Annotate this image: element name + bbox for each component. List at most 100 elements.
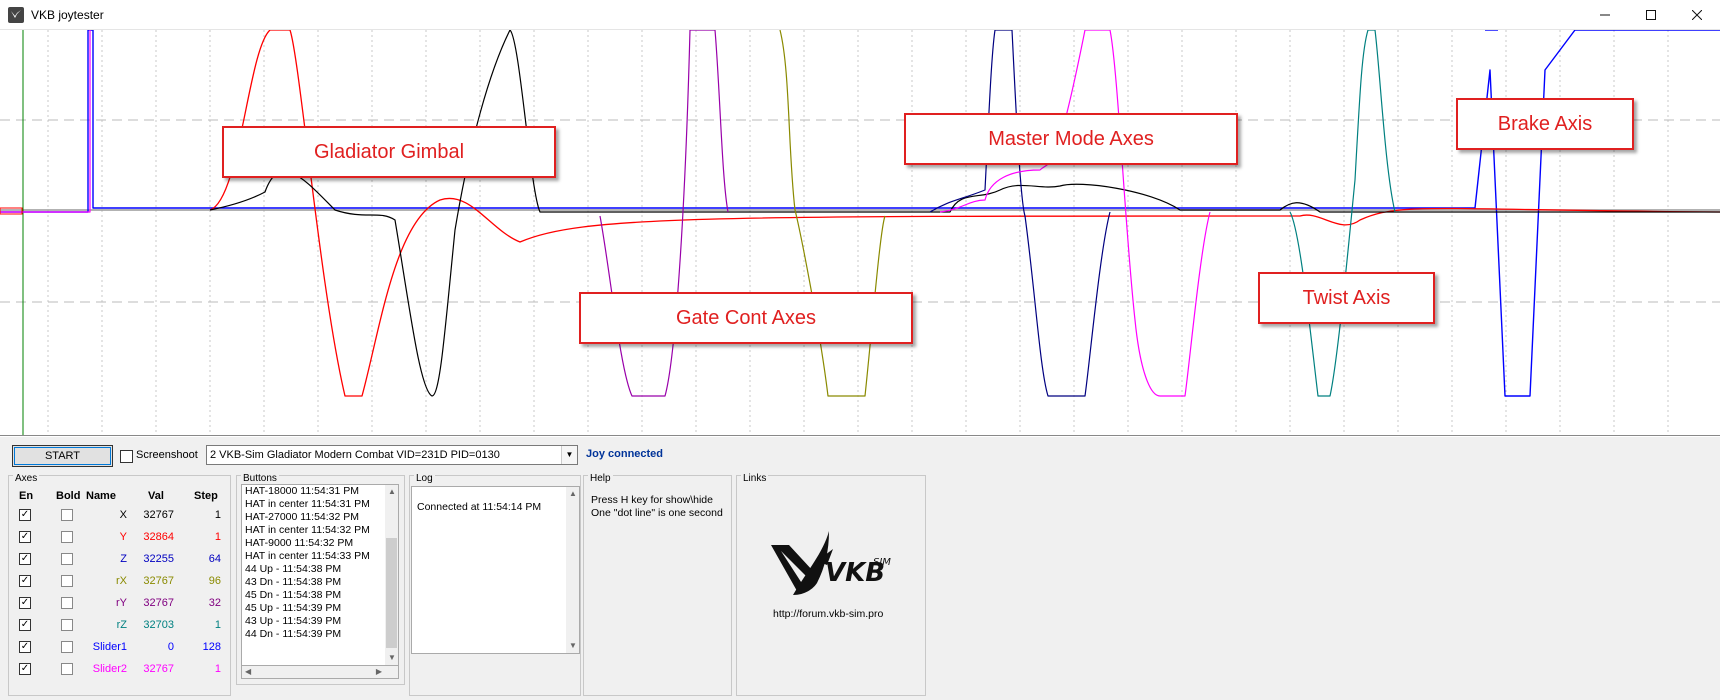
axis-bold-checkbox[interactable] [61,619,73,631]
axis-enable-checkbox[interactable]: ✓ [19,597,31,609]
buttons-scroll-thumb[interactable] [386,538,397,648]
axis-enable-checkbox[interactable]: ✓ [19,531,31,543]
axis-row: ✓ Z 32255 64 [9,549,232,570]
scroll-down-icon[interactable]: ▼ [569,641,577,650]
axis-name: Z [120,553,127,565]
minimize-icon [1600,14,1610,16]
callout-label: Twist Axis [1302,286,1391,309]
left-marker [0,207,23,215]
help-group-title: Help [588,473,613,484]
callout-gladiator-gimbal: Gladiator Gimbal [222,126,556,178]
trace-y [209,30,1720,397]
close-button[interactable] [1674,0,1720,30]
axes-header-step: Step [194,490,218,502]
chevron-down-icon[interactable]: ▼ [561,446,577,464]
device-select[interactable]: 2 VKB-Sim Gladiator Modern Combat VID=23… [206,445,578,465]
axis-row: ✓ Y 32864 1 [9,527,232,548]
log-textarea[interactable]: Connected at 11:54:14 PM ▲ ▼ [411,486,580,654]
control-panel: START Screenshoot 2 VKB-Sim Gladiator Mo… [0,437,1720,700]
buttons-group-title: Buttons [241,473,279,484]
list-item: 44 Up - 11:54:38 PM [245,563,342,575]
scroll-up-icon[interactable]: ▲ [569,489,577,498]
axis-bold-checkbox[interactable] [61,553,73,565]
log-group: Log Connected at 11:54:14 PM ▲ ▼ [409,473,581,696]
axis-name: rY [116,597,127,609]
axes-group-title: Axes [13,473,40,484]
axis-bold-checkbox[interactable] [61,531,73,543]
help-group: Help Press H key for show\hide One "dot … [583,473,732,696]
help-line-2: One "dot line" is one second [591,507,723,519]
scroll-up-icon[interactable]: ▲ [388,487,396,496]
list-item: HAT-27000 11:54:32 PM [245,511,360,523]
links-group: Links VKB SIM http://forum.vkb-sim.pro [736,473,926,696]
list-item: HAT in center 11:54:33 PM [245,550,370,562]
axis-step: 64 [208,553,221,565]
buttons-horizontal-scrollbar[interactable]: ◀ ▶ [241,666,399,679]
screenshot-checkbox[interactable] [120,450,133,463]
axis-enable-checkbox[interactable]: ✓ [19,509,31,521]
log-group-title: Log [414,473,435,484]
axis-enable-checkbox[interactable]: ✓ [19,641,31,653]
trace-slider2-pulses [939,30,1211,397]
buttons-vertical-scrollbar[interactable]: ▲ ▼ [385,485,398,665]
axis-step: 1 [214,509,221,521]
axis-enable-checkbox[interactable]: ✓ [19,663,31,675]
axis-bold-checkbox[interactable] [61,597,73,609]
axis-step: 1 [214,531,221,543]
trace-slider2 [0,30,91,213]
vkb-sim-logo[interactable]: VKB SIM [767,531,897,607]
list-item: 43 Dn - 11:54:38 PM [245,576,342,588]
axis-value: 32255 [143,553,174,565]
axis-bold-checkbox[interactable] [61,663,73,675]
axis-row: ✓ rY 32767 32 [9,593,232,614]
list-item: HAT in center 11:54:32 PM [245,524,370,536]
callout-twist-axis: Twist Axis [1258,272,1435,324]
maximize-button[interactable] [1628,0,1674,30]
scroll-down-icon[interactable]: ▼ [388,653,396,662]
axis-value: 32864 [143,531,174,543]
trace-x [209,30,1720,397]
axis-step: 1 [214,619,221,631]
axis-enable-checkbox[interactable]: ✓ [19,553,31,565]
vkb-app-icon [8,7,24,23]
axis-value: 0 [167,641,174,653]
start-button[interactable]: START [12,445,113,467]
scroll-left-icon[interactable]: ◀ [245,667,252,676]
axis-enable-checkbox[interactable]: ✓ [19,575,31,587]
trace-rz [1289,30,1396,397]
axes-header-bold: Bold [56,490,81,502]
axis-name: rX [116,575,127,587]
axis-bold-checkbox[interactable] [61,641,73,653]
list-item: HAT-18000 11:54:31 PM [245,485,360,497]
forum-link[interactable]: http://forum.vkb-sim.pro [773,608,884,620]
scroll-right-icon[interactable]: ▶ [375,667,382,676]
vkb-logo-text: VKB [825,558,885,588]
axis-bold-checkbox[interactable] [61,575,73,587]
callout-gate-cont-axes: Gate Cont Axes [579,292,913,344]
callout-master-mode-axes: Master Mode Axes [904,113,1238,165]
axis-value: 32767 [143,663,174,675]
axis-name: X [119,509,127,521]
callout-label: Gladiator Gimbal [313,140,465,163]
axes-header-en: En [19,490,34,502]
axis-step: 1 [214,663,221,675]
list-item: 45 Up - 11:54:39 PM [245,602,342,614]
list-item: 44 Dn - 11:54:39 PM [245,628,342,640]
screenshot-label: Screenshoot [136,449,198,461]
axis-enable-checkbox[interactable]: ✓ [19,619,31,631]
list-item: HAT in center 11:54:31 PM [245,498,370,510]
axis-value: 32767 [143,597,174,609]
maximize-icon [1646,10,1656,20]
log-vertical-scrollbar[interactable]: ▲ ▼ [566,487,579,653]
close-icon [1692,10,1702,20]
axis-step: 32 [208,597,221,609]
axis-name: rZ [116,619,127,631]
axis-name: Y [119,531,127,543]
axis-bold-checkbox[interactable] [61,509,73,521]
minimize-button[interactable] [1582,0,1628,30]
